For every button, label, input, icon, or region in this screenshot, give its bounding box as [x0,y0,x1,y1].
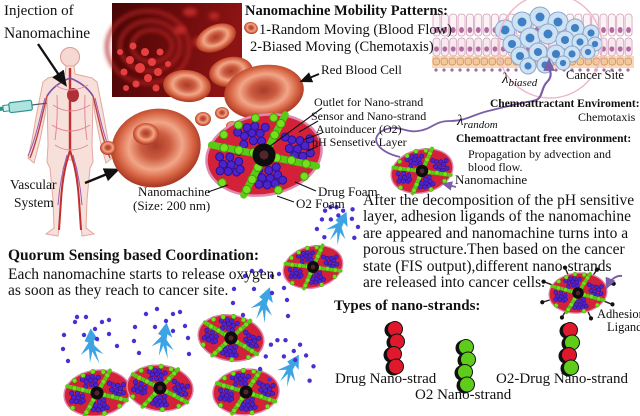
oxygen-dots [60,205,361,383]
red-blood-cells [100,21,304,188]
nanomachine-b3 [209,363,283,416]
mobility-item-1: 1-Random Moving (Blood Flow) [259,22,452,38]
mobility-title: Nanomachine Mobility Patterns: [245,3,448,19]
quorum-line2: as soon as they reach to cancer site. [8,282,229,299]
chemo-env-title: Chemoattractant Enviroment: [490,98,640,110]
adhesion-label-2: Ligand [607,320,640,334]
cancer-site-label: Cancer Site [566,68,624,82]
o2-foam-label: O2 Foam [296,196,345,211]
quorum-line1: Each nanomachine starts to release oxyge… [8,266,275,283]
adhesion-label-1: Adhesion [597,307,640,321]
sensor-label: Sensor and Nano-strand [311,109,427,123]
drug-strand-label: Drug Nano-strad [335,371,437,387]
ph-layer-label: pH Sensetive Layer [312,135,407,149]
cancer-site-illustration [432,0,634,99]
injection-label-2: Nanomachine [4,25,91,42]
chemo-free-title: Chemoattractant free environment: [456,133,632,145]
quorum-title: Quorum Sensing based Coordination: [8,247,260,264]
chemo-env-value: Chemotaxis [578,110,636,124]
syringe-icon [0,99,47,114]
nanomachine-2-label: Nanomachine [455,172,528,187]
nanomachine-size-label: (Size: 200 nm) [133,198,211,213]
injection-arrow [37,43,67,87]
lambda-random-label: λrandom [457,113,498,131]
mobility-item-2: 2-Biased Moving (Chemotaxis) [250,39,434,55]
nanomachine-b5 [276,236,350,297]
oxygen-arrow-5 [322,207,356,248]
blood-photo [105,3,253,103]
chemo-free-line2: blood flow. [468,160,523,174]
nanomachine-name-label: Nanomachine [138,184,211,199]
trajectory-paths [375,57,623,290]
o2-strand-label: O2 Nano-strand [415,387,512,403]
autoinducer-label: Autoinducer (O2) [316,122,402,136]
nanomachine-b1 [58,362,135,416]
vascular-label-2: System [14,195,54,210]
vascular-label-1: Vascular [10,177,57,192]
nanomachine-b2 [122,358,198,416]
outlet-label: Outlet for Nano-strand [314,95,424,109]
nano-strand-chains [383,321,580,394]
vascular-arrow [84,168,121,185]
leader-lines [207,107,323,203]
rbc-arrow [299,72,320,83]
o2-drug-strand-label: O2-Drug Nano-strand [496,371,629,387]
cancer-circle [497,0,603,99]
rbc-label: Red Blood Cell [321,62,402,77]
description-paragraph: After the decomposition of the pH sensit… [363,192,635,292]
human-vascular-figure [27,47,113,237]
chemo-free-line1: Propagation by advection and [468,147,611,161]
injection-label-1: Injection of [4,3,74,19]
lambda-biased-label: λbiased [502,71,538,89]
strand-types-title: Types of nano-strands: [334,298,481,314]
nanomachine-main [200,104,329,206]
drug-foam-label: Drug Foam [318,184,378,199]
